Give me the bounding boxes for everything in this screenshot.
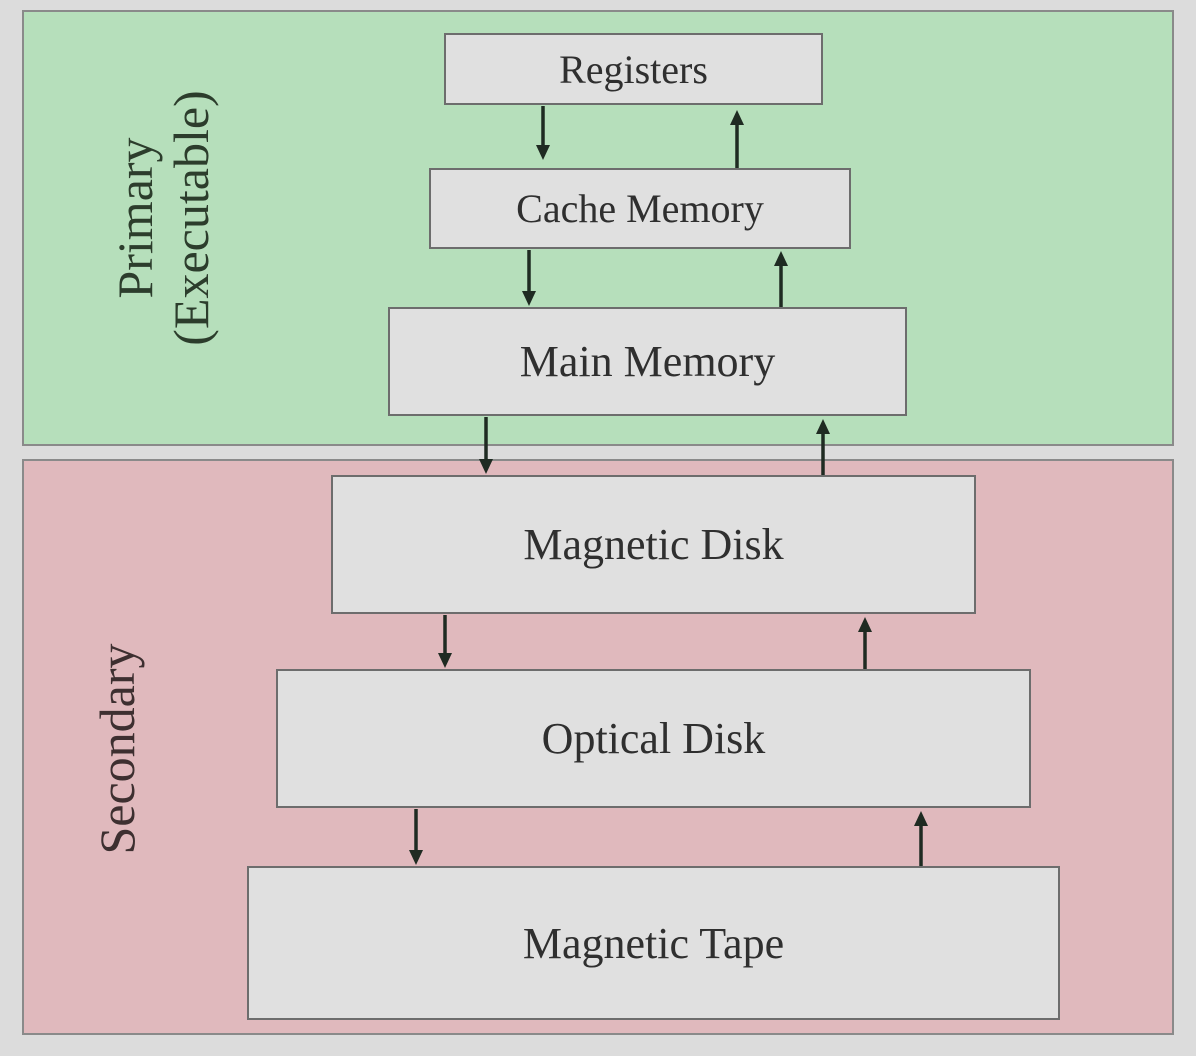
cache-main-down-arrow xyxy=(522,250,536,306)
optical-tape-down-arrow xyxy=(409,809,423,865)
registers-cache-down-arrow xyxy=(536,106,550,160)
registers-cache-up-arrow xyxy=(730,110,744,168)
main-memory-box: Main Memory xyxy=(388,307,907,416)
disk-optical-down-arrow xyxy=(438,615,452,668)
cache-memory-box: Cache Memory xyxy=(429,168,851,249)
magnetic-disk-box: Magnetic Disk xyxy=(331,475,976,614)
registers-box: Registers xyxy=(444,33,823,105)
disk-optical-up-arrow xyxy=(858,617,872,669)
cache-main-up-arrow xyxy=(774,251,788,307)
optical-tape-up-arrow xyxy=(914,811,928,866)
optical-disk-box: Optical Disk xyxy=(276,669,1031,808)
main-disk-down-arrow xyxy=(479,417,493,474)
magnetic-tape-box: Magnetic Tape xyxy=(247,866,1060,1020)
main-disk-up-arrow xyxy=(816,419,830,475)
